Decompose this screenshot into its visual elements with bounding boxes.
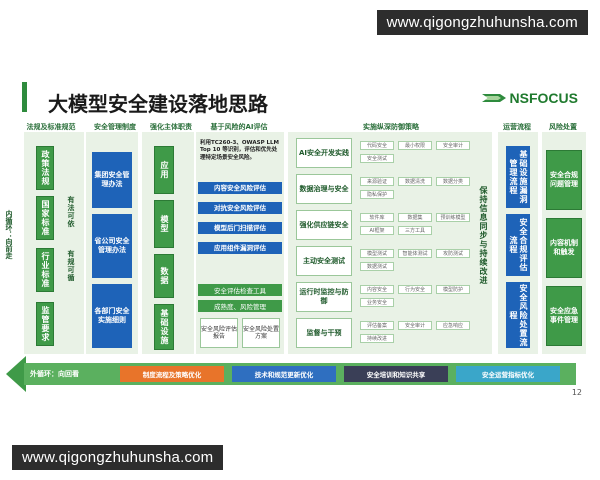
strategy-chip: 数据测试	[360, 262, 394, 271]
strategy-chip: AI框架	[360, 226, 394, 235]
law-item-policy: 政策法规	[36, 146, 54, 190]
strategy-chip: 业务安全	[360, 298, 394, 307]
header-duties: 强化主体职责	[150, 123, 192, 131]
assessment-item-content: 内容安全风险评估	[198, 182, 282, 194]
assessment-item-adversarial: 对抗安全风险评估	[198, 202, 282, 214]
strategy-chip: 持续改进	[360, 334, 394, 343]
duty-data: 数据	[154, 254, 174, 298]
strategy-chip: 数据分类	[436, 177, 470, 186]
strategy-chip: 攻防测试	[436, 249, 470, 258]
strategy-chip: 安全审计	[436, 141, 470, 150]
laws-panel	[24, 132, 84, 354]
page-number: 12	[571, 388, 582, 397]
assessment-item-vuln: 应用组件漏洞评估	[198, 242, 282, 254]
strategy-label: 主动安全测试	[296, 246, 352, 276]
strategy-chip: 来源验证	[360, 177, 394, 186]
operation-vuln-process: 基础设施漏洞管理流程	[506, 146, 530, 208]
strategy-chip: 隐私保护	[360, 190, 394, 199]
response-mechanism: 内容机制和触发	[546, 218, 582, 278]
strategy-chip: 安全审计	[398, 321, 432, 330]
strategy-chip: 应急响应	[436, 321, 470, 330]
assessment-tool: 安全评估检查工具	[198, 284, 282, 296]
assessment-report: 安全风险评估报告	[200, 318, 238, 348]
response-compliance: 安全合规问题管理	[546, 150, 582, 210]
header-operations: 运营流程	[503, 123, 531, 131]
strategy-chip: 行为安全	[398, 285, 432, 294]
duty-application: 应用	[154, 146, 174, 194]
management-department: 各部门安全实施细则	[92, 284, 132, 348]
title-accent-bar	[22, 82, 27, 112]
assessment-plan: 安全风险处置方案	[242, 318, 280, 348]
outer-loop-arrowhead	[6, 356, 26, 392]
strategy-chip: 安全测试	[360, 154, 394, 163]
response-emergency: 安全应急事件管理	[546, 286, 582, 346]
outer-loop-tech: 技术和规范更新优化	[232, 366, 336, 382]
outer-loop-metrics: 安全运营指标优化	[456, 366, 560, 382]
strategy-chip: 评估备案	[360, 321, 394, 330]
strategy-chip: 模型测试	[360, 249, 394, 258]
nsfocus-logo-icon	[481, 94, 506, 102]
inner-loop-label: 内循环：向前走	[5, 210, 13, 259]
strategy-chip: 数据清洗	[398, 177, 432, 186]
strategy-label: 监督与干预	[296, 318, 352, 348]
laws-arrow-text-2: 有规可循	[67, 250, 75, 282]
outer-loop-policy: 制度流程及策略优化	[120, 366, 224, 382]
assessment-note: 利用TC260-3、OWASP LLM Top 10 等识别，评估和优先处理特定…	[200, 140, 280, 161]
watermark-bottom: www.qigongzhuhunsha.com	[12, 445, 224, 470]
nsfocus-logo: NSFOCUS	[481, 90, 578, 106]
management-group: 集团安全管理办法	[92, 152, 132, 208]
law-item-regulation: 监管要求	[36, 302, 54, 346]
strategy-chip: 最小权限	[398, 141, 432, 150]
strategy-label: 强化供应链安全	[296, 210, 352, 240]
strategy-label: 运行时监控与防御	[296, 282, 352, 312]
assessment-maturity: 成熟度、风险管理	[198, 300, 282, 312]
law-item-industry: 行业标准	[36, 248, 54, 292]
watermark-top: www.qigongzhuhunsha.com	[376, 10, 588, 35]
header-assessment: 基于风险的AI评估	[210, 123, 268, 131]
strategy-label: 数据治理与安全	[296, 174, 352, 204]
strategy-chip: 智能体测试	[398, 249, 432, 258]
operation-compliance-process: 安全合规评估流程	[506, 214, 530, 276]
strategy-chip: 代码安全	[360, 141, 394, 150]
strategy-chip: 预训练模型	[436, 213, 470, 222]
assessment-item-backdoor: 模型后门扫描评估	[198, 222, 282, 234]
logo-text: NSFOCUS	[509, 90, 578, 106]
strategy-chip: 三方工具	[398, 226, 432, 235]
improve-text: 保持信息同步与持续改进	[479, 186, 488, 285]
outer-loop-training: 安全培训和知识共享	[344, 366, 448, 382]
laws-arrow-text-1: 有法可依	[67, 196, 75, 228]
management-province: 省公司安全管理办法	[92, 214, 132, 278]
header-strategy: 实施纵深防御策略	[363, 123, 419, 131]
header-response: 风险处置	[549, 123, 577, 131]
page-title: 大模型安全建设落地思路	[48, 92, 268, 116]
strategy-chip: 内容安全	[360, 285, 394, 294]
law-item-national: 国家标准	[36, 196, 54, 240]
duty-model: 模型	[154, 200, 174, 248]
strategy-chip: 模型防护	[436, 285, 470, 294]
strategy-chip: 软件库	[360, 213, 394, 222]
header-laws: 法规及标准规范	[26, 123, 76, 131]
strategy-chip: 数据集	[398, 213, 432, 222]
strategy-panel	[288, 132, 492, 354]
operation-risk-process: 安全风险处置流程	[506, 282, 530, 348]
header-management: 安全管理制度	[94, 123, 136, 131]
strategy-label: AI安全开发实践	[296, 138, 352, 168]
duty-infrastructure: 基础设施	[154, 304, 174, 350]
outer-loop-label: 外循环：向回看	[30, 370, 79, 378]
